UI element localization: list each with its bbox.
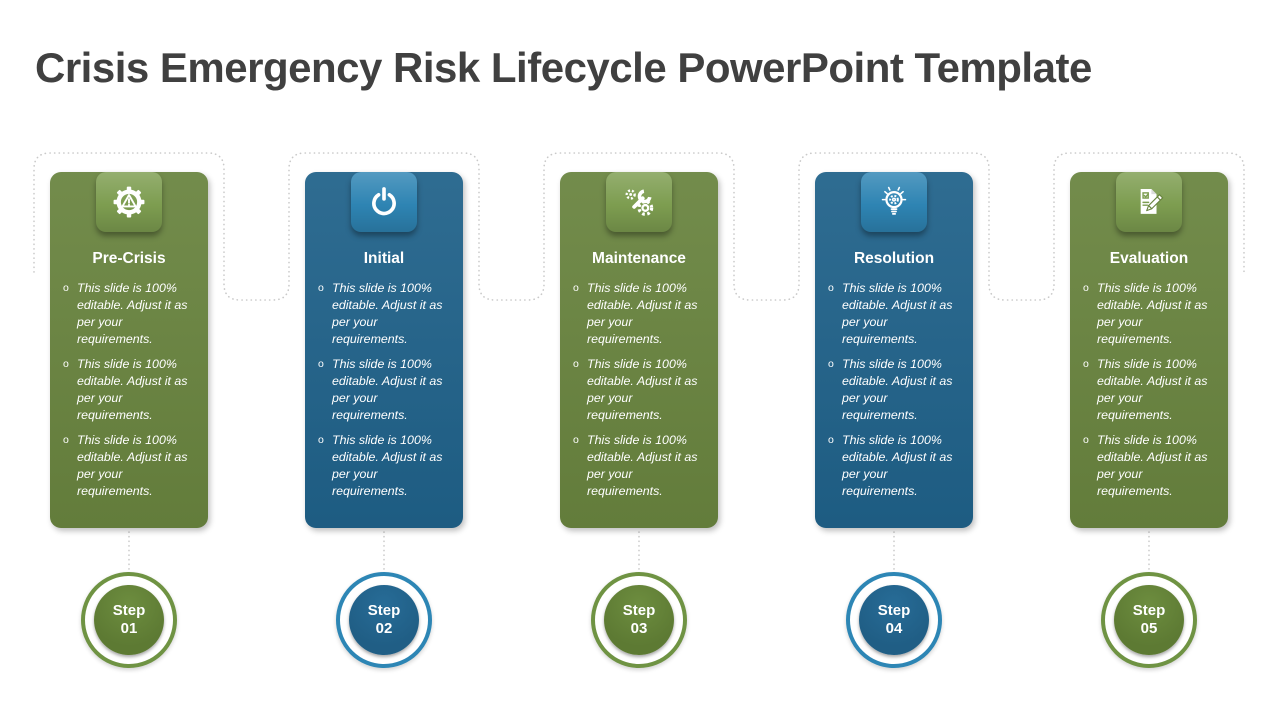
bullet-marker: o — [63, 358, 69, 370]
bullet-item: o This slide is 100% editable. Adjust it … — [828, 280, 963, 348]
step-badge-04: Step 04 — [846, 572, 942, 668]
bullet-item: o This slide is 100% editable. Adjust it … — [573, 280, 708, 348]
bullet-text: This slide is 100% editable. Adjust it a… — [332, 357, 443, 422]
bullet-text: This slide is 100% editable. Adjust it a… — [587, 357, 698, 422]
bullet-item: o This slide is 100% editable. Adjust it … — [63, 356, 198, 424]
bullet-item: o This slide is 100% editable. Adjust it … — [318, 280, 453, 348]
bullet-text: This slide is 100% editable. Adjust it a… — [1097, 433, 1208, 498]
bullet-text: This slide is 100% editable. Adjust it a… — [332, 281, 443, 346]
bullet-marker: o — [828, 358, 834, 370]
bullet-marker: o — [318, 434, 324, 446]
bullet-text: This slide is 100% editable. Adjust it a… — [587, 433, 698, 498]
bullet-item: o This slide is 100% editable. Adjust it … — [573, 356, 708, 424]
step-number: 02 — [375, 620, 393, 637]
bullet-marker: o — [828, 434, 834, 446]
card-title: Evaluation — [1109, 250, 1189, 267]
step-label: Step — [1132, 602, 1166, 619]
step-badge-03: Step 03 — [591, 572, 687, 668]
card-title: Pre-Crisis — [92, 250, 166, 267]
bullet-marker: o — [573, 358, 579, 370]
bullet-item: o This slide is 100% editable. Adjust it … — [1083, 356, 1218, 424]
step-badge-01: Step 01 — [81, 572, 177, 668]
bullet-marker: o — [1083, 358, 1089, 370]
bullet-text: This slide is 100% editable. Adjust it a… — [77, 433, 188, 498]
step-number: 01 — [120, 620, 138, 637]
step-label: Step — [877, 602, 911, 619]
bullet-text: This slide is 100% editable. Adjust it a… — [1097, 357, 1208, 422]
step-inner-circle: Step 03 — [604, 585, 674, 655]
bullet-marker: o — [63, 282, 69, 294]
step-inner-circle: Step 05 — [1114, 585, 1184, 655]
bullet-item: o This slide is 100% editable. Adjust it … — [318, 356, 453, 424]
bullet-item: o This slide is 100% editable. Adjust it … — [828, 356, 963, 424]
serpentine-dotted-path — [33, 152, 1245, 301]
bullet-marker: o — [573, 434, 579, 446]
card-title: Initial — [363, 250, 405, 267]
power-icon — [372, 187, 396, 216]
page-title: Crisis Emergency Risk Lifecycle PowerPoi… — [35, 44, 1092, 91]
bullet-text: This slide is 100% editable. Adjust it a… — [587, 281, 698, 346]
bullet-marker: o — [1083, 282, 1089, 294]
bullet-text: This slide is 100% editable. Adjust it a… — [1097, 281, 1208, 346]
bullet-text: This slide is 100% editable. Adjust it a… — [842, 281, 953, 346]
bullet-item: o This slide is 100% editable. Adjust it … — [573, 432, 708, 500]
step-badge-02: Step 02 — [336, 572, 432, 668]
step-label: Step — [622, 602, 656, 619]
step-inner-circle: Step 04 — [859, 585, 929, 655]
card-icon-tab — [351, 172, 417, 232]
bullet-marker: o — [318, 282, 324, 294]
bullet-text: This slide is 100% editable. Adjust it a… — [842, 433, 953, 498]
card-icon-tab — [1116, 172, 1182, 232]
bullet-text: This slide is 100% editable. Adjust it a… — [332, 433, 443, 498]
step-number: 05 — [1140, 620, 1158, 637]
card-icon-tab — [861, 172, 927, 232]
bullet-item: o This slide is 100% editable. Adjust it … — [63, 432, 198, 500]
card-icon-tab — [606, 172, 672, 232]
step-inner-circle: Step 01 — [94, 585, 164, 655]
bullet-marker: o — [828, 282, 834, 294]
step-inner-circle: Step 02 — [349, 585, 419, 655]
bullet-item: o This slide is 100% editable. Adjust it … — [1083, 432, 1218, 500]
step-badge-05: Step 05 — [1101, 572, 1197, 668]
bullet-text: This slide is 100% editable. Adjust it a… — [77, 357, 188, 422]
bullet-item: o This slide is 100% editable. Adjust it … — [318, 432, 453, 500]
bullet-marker: o — [63, 434, 69, 446]
step-connector-lines — [128, 531, 1150, 571]
step-number: 04 — [885, 620, 903, 637]
tools-icon — [625, 189, 654, 216]
bullet-item: o This slide is 100% editable. Adjust it … — [1083, 280, 1218, 348]
lightbulb-gear-icon — [881, 186, 907, 215]
bullet-item: o This slide is 100% editable. Adjust it … — [828, 432, 963, 500]
card-title: Maintenance — [592, 250, 686, 267]
step-number: 03 — [630, 620, 648, 637]
step-label: Step — [367, 602, 401, 619]
bullet-text: This slide is 100% editable. Adjust it a… — [842, 357, 953, 422]
card-title: Resolution — [853, 250, 935, 267]
step-label: Step — [112, 602, 146, 619]
bullet-marker: o — [573, 282, 579, 294]
checklist-pencil-icon — [1140, 188, 1164, 214]
bullet-marker: o — [1083, 434, 1089, 446]
gear-warning-icon — [113, 186, 145, 218]
bullet-marker: o — [318, 358, 324, 370]
bullet-text: This slide is 100% editable. Adjust it a… — [77, 281, 188, 346]
card-icon-tab — [96, 172, 162, 232]
bullet-item: o This slide is 100% editable. Adjust it … — [63, 280, 198, 348]
